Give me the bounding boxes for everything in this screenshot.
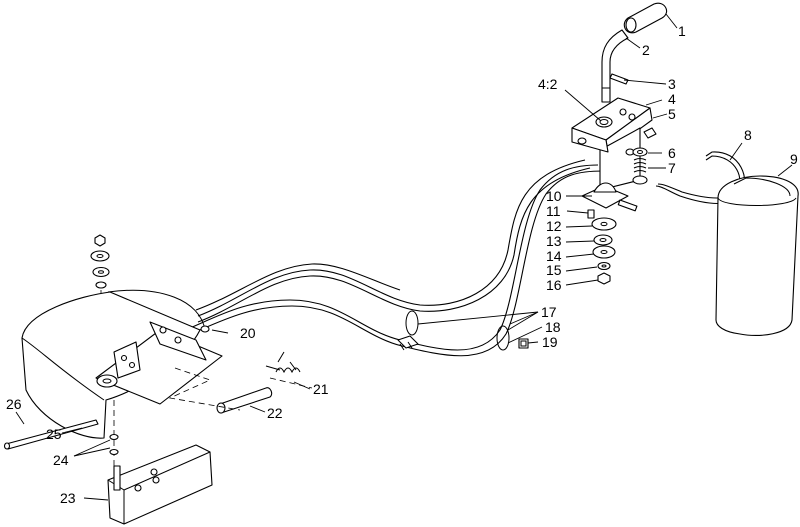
control-cables <box>149 159 604 357</box>
pivot-bracket <box>95 321 223 405</box>
callout-1: 1 <box>678 23 686 39</box>
callout-10: 10 <box>546 188 562 204</box>
callout-2: 2 <box>642 42 650 58</box>
callout-24: 24 <box>53 452 69 468</box>
callout-19: 19 <box>542 334 558 350</box>
callout-16: 16 <box>546 277 562 293</box>
washer-6 <box>632 147 648 157</box>
lever-key <box>609 73 629 85</box>
spring-7 <box>632 158 648 185</box>
callout-9: 9 <box>790 151 798 167</box>
washer-15 <box>597 261 611 271</box>
bolt-5 <box>643 127 657 139</box>
cable-tie-clip <box>397 310 510 351</box>
cable-end-20 <box>200 325 210 333</box>
rod-22 <box>216 387 273 414</box>
callout-5: 5 <box>668 106 676 122</box>
cover-9 <box>715 175 799 337</box>
callout-4-2: 4:2 <box>538 76 558 92</box>
washers-24 <box>109 400 119 470</box>
callout-18: 18 <box>545 319 561 335</box>
leader-lines <box>15 13 793 501</box>
cable-clip-19 <box>518 338 529 349</box>
spacer-12 <box>591 217 617 231</box>
callout-13: 13 <box>546 233 562 249</box>
nut-16 <box>597 272 611 285</box>
washer-13 <box>593 234 613 246</box>
plate-23 <box>107 444 213 525</box>
callout-4: 4 <box>668 91 676 107</box>
callout-15: 15 <box>546 262 562 278</box>
callout-17: 17 <box>541 304 557 320</box>
washer-14 <box>592 245 616 259</box>
callout-26: 26 <box>6 396 22 412</box>
callout-23: 23 <box>60 490 76 506</box>
callout-14: 14 <box>546 248 562 264</box>
control-lever <box>601 29 629 103</box>
screw-11 <box>587 209 595 219</box>
lever-bracket <box>571 97 653 191</box>
callout-22: 22 <box>267 405 283 421</box>
handle-grip <box>623 2 668 34</box>
cable-clamp-10 <box>581 182 638 212</box>
callout-12: 12 <box>546 218 562 234</box>
callout-6: 6 <box>668 145 676 161</box>
callout-25: 25 <box>46 426 62 442</box>
callout-20: 20 <box>240 325 256 341</box>
callout-labels: 1 2 3 4:2 4 5 6 7 8 9 10 11 12 13 14 15 … <box>6 23 798 506</box>
callout-21: 21 <box>313 381 329 397</box>
callout-3: 3 <box>668 76 676 92</box>
callout-7: 7 <box>668 160 676 176</box>
callout-11: 11 <box>546 203 561 219</box>
callout-8: 8 <box>744 127 752 143</box>
pin-26 <box>3 419 99 450</box>
spring-21 <box>265 351 301 374</box>
